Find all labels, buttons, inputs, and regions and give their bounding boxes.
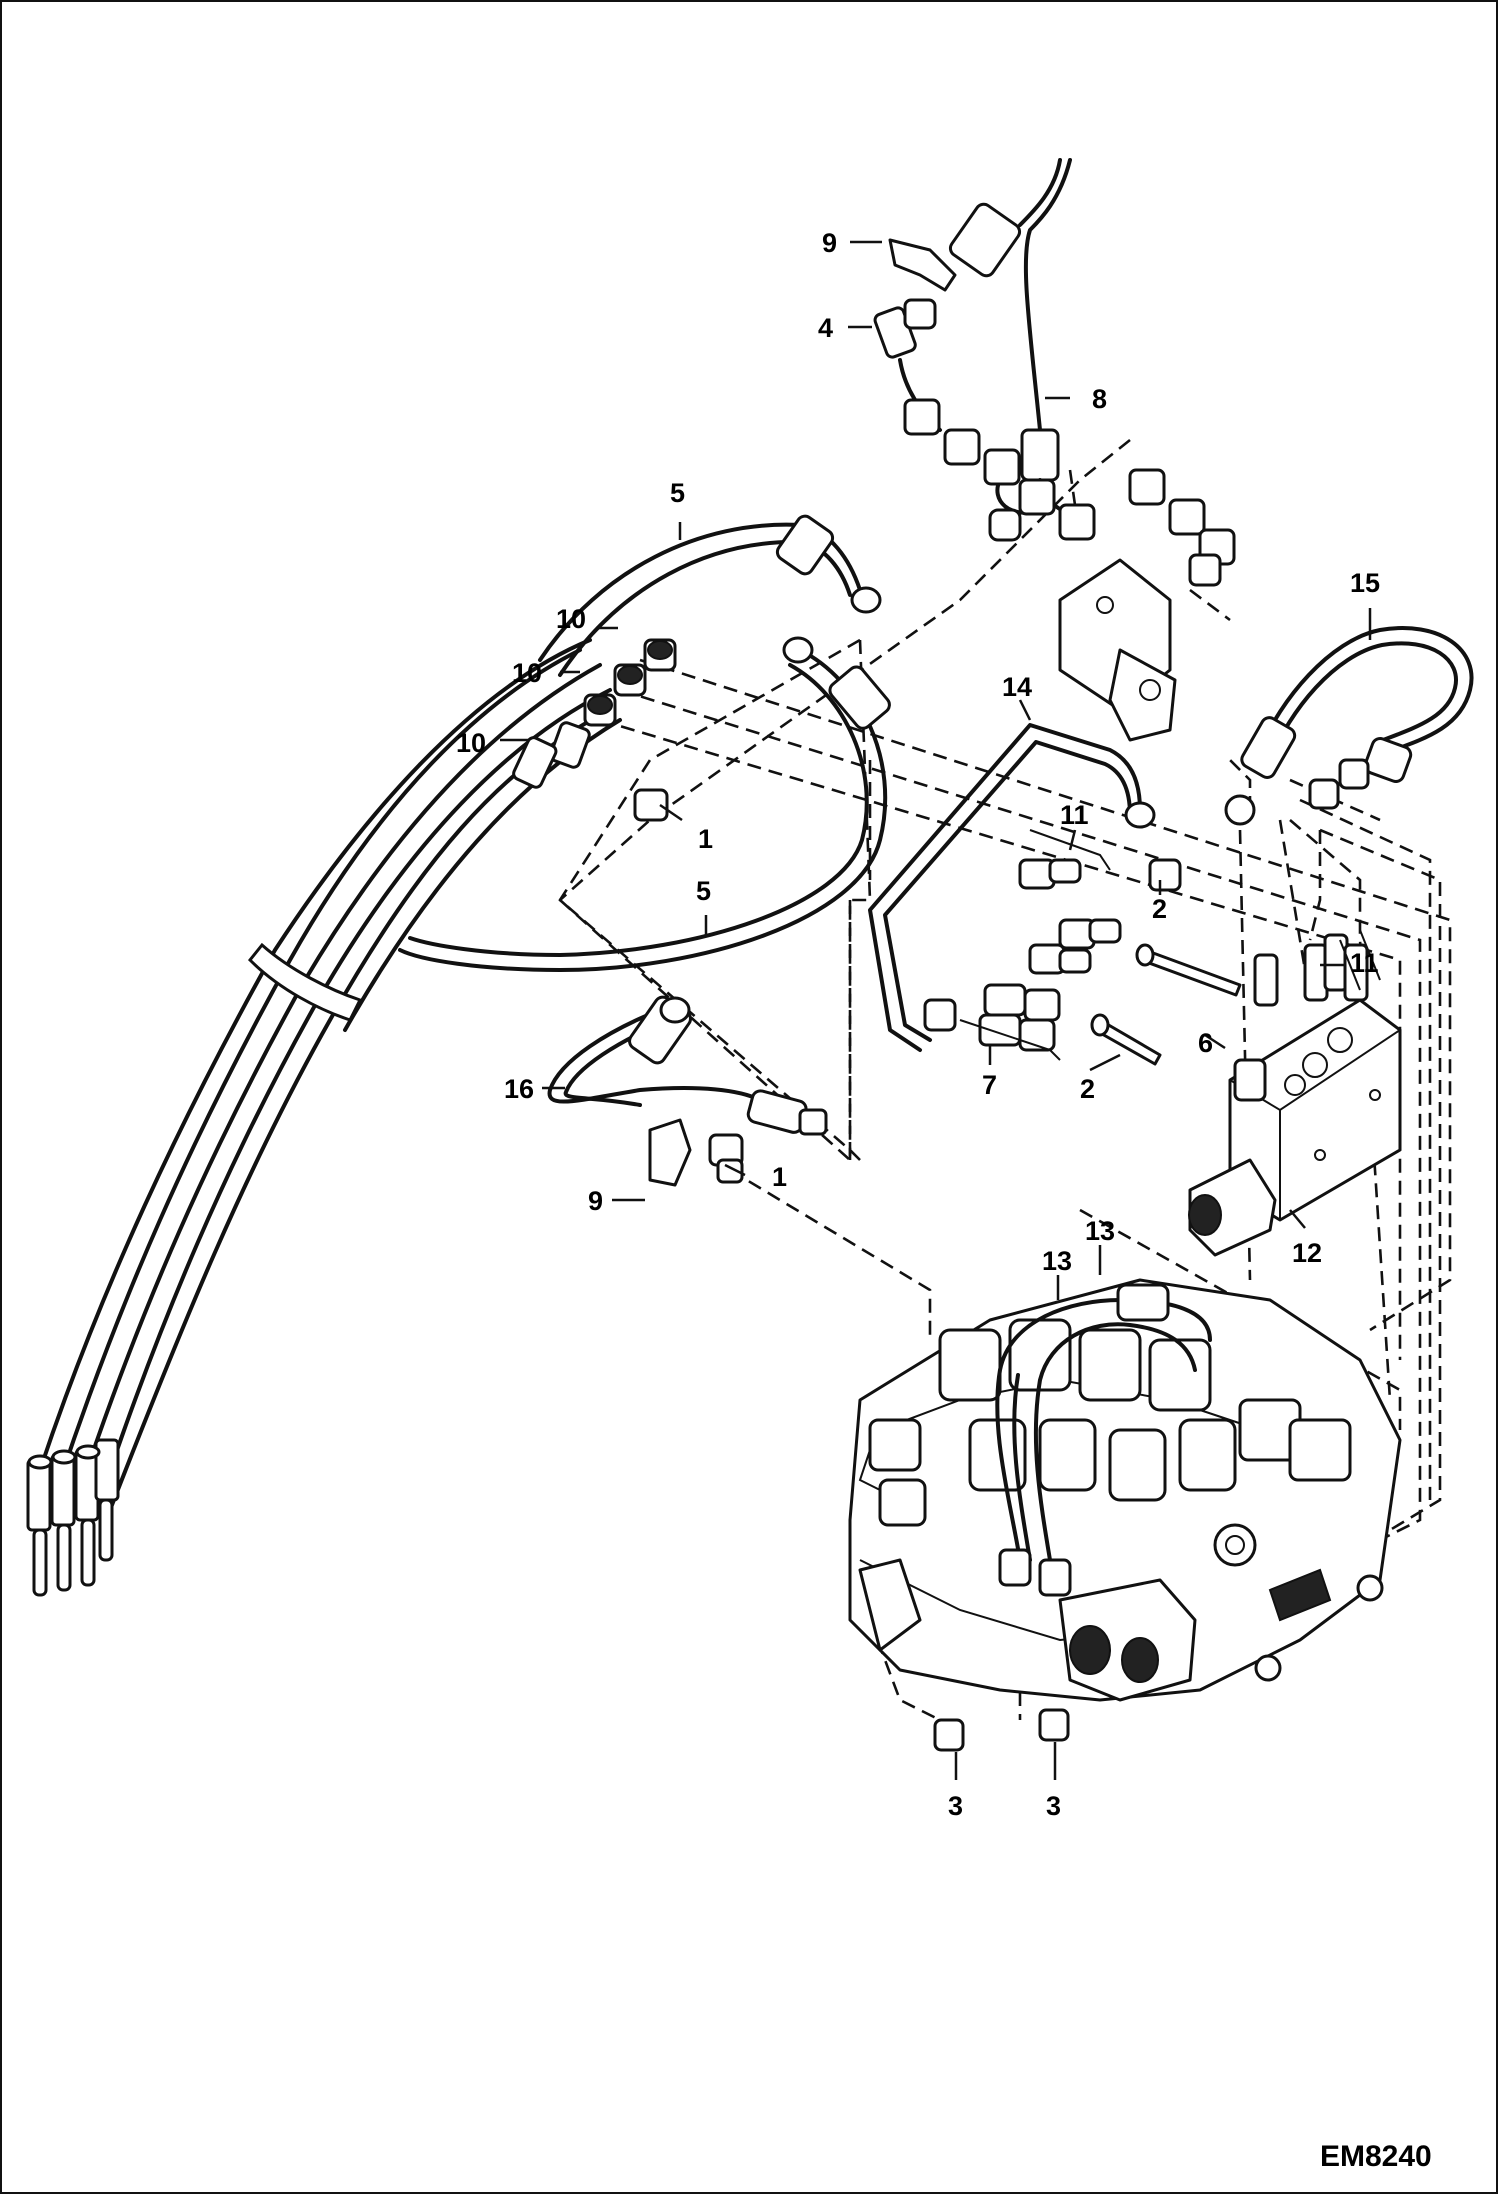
callout-8: 8 [1092,384,1107,414]
callout-5-upper: 5 [670,478,685,508]
callout-3-left: 3 [948,1791,963,1821]
callout-4: 4 [818,313,833,343]
callout-2-lower: 2 [1080,1074,1095,1104]
callout-10-middle: 10 [512,658,542,688]
callout-13-lower: 13 [1042,1246,1072,1276]
hose-5-upper [398,514,891,972]
callout-2-upper: 2 [1152,894,1167,924]
callout-9-lower: 9 [588,1186,603,1216]
callout-14: 14 [1002,672,1032,702]
fittings-center-group [959,829,1242,1066]
assembly-dashed-lines [558,438,1452,1722]
callout-16: 16 [504,1074,534,1104]
callout-13-upper: 13 [1085,1216,1115,1246]
callout-7: 7 [982,1070,997,1100]
tubes-13 [995,1283,1212,1597]
callout-labels: 9 4 8 5 10 10 10 15 14 1 11 2 5 11 6 7 2… [456,228,1380,1821]
hose-tie-band [247,942,363,1022]
tube-8-assembly [873,158,1236,742]
figure-reference-code: EM8240 [1320,2140,1432,2173]
leader-lines [500,240,1372,1780]
callout-15: 15 [1350,568,1380,598]
callout-10-top: 10 [556,604,586,634]
fittings-1 [633,788,744,1184]
callout-3-right: 3 [1046,1791,1061,1821]
callout-5-lower: 5 [696,876,711,906]
tube-14 [868,723,1156,1052]
hose-15 [1224,626,1474,826]
callout-9-upper: 9 [822,228,837,258]
callout-12: 12 [1292,1238,1322,1268]
callout-10-bottom: 10 [456,728,486,758]
valve-block-12 [1188,929,1402,1257]
callout-11-right: 11 [1350,948,1379,978]
hose-16 [547,995,828,1187]
callout-1-upper: 1 [698,824,713,854]
callout-6: 6 [1198,1028,1213,1058]
fittings-10 [512,638,677,789]
quick-coupler-ends [26,1438,120,1597]
main-control-valve [848,1278,1402,1752]
callout-11-left: 11 [1060,800,1089,830]
callout-1-lower: 1 [772,1162,787,1192]
